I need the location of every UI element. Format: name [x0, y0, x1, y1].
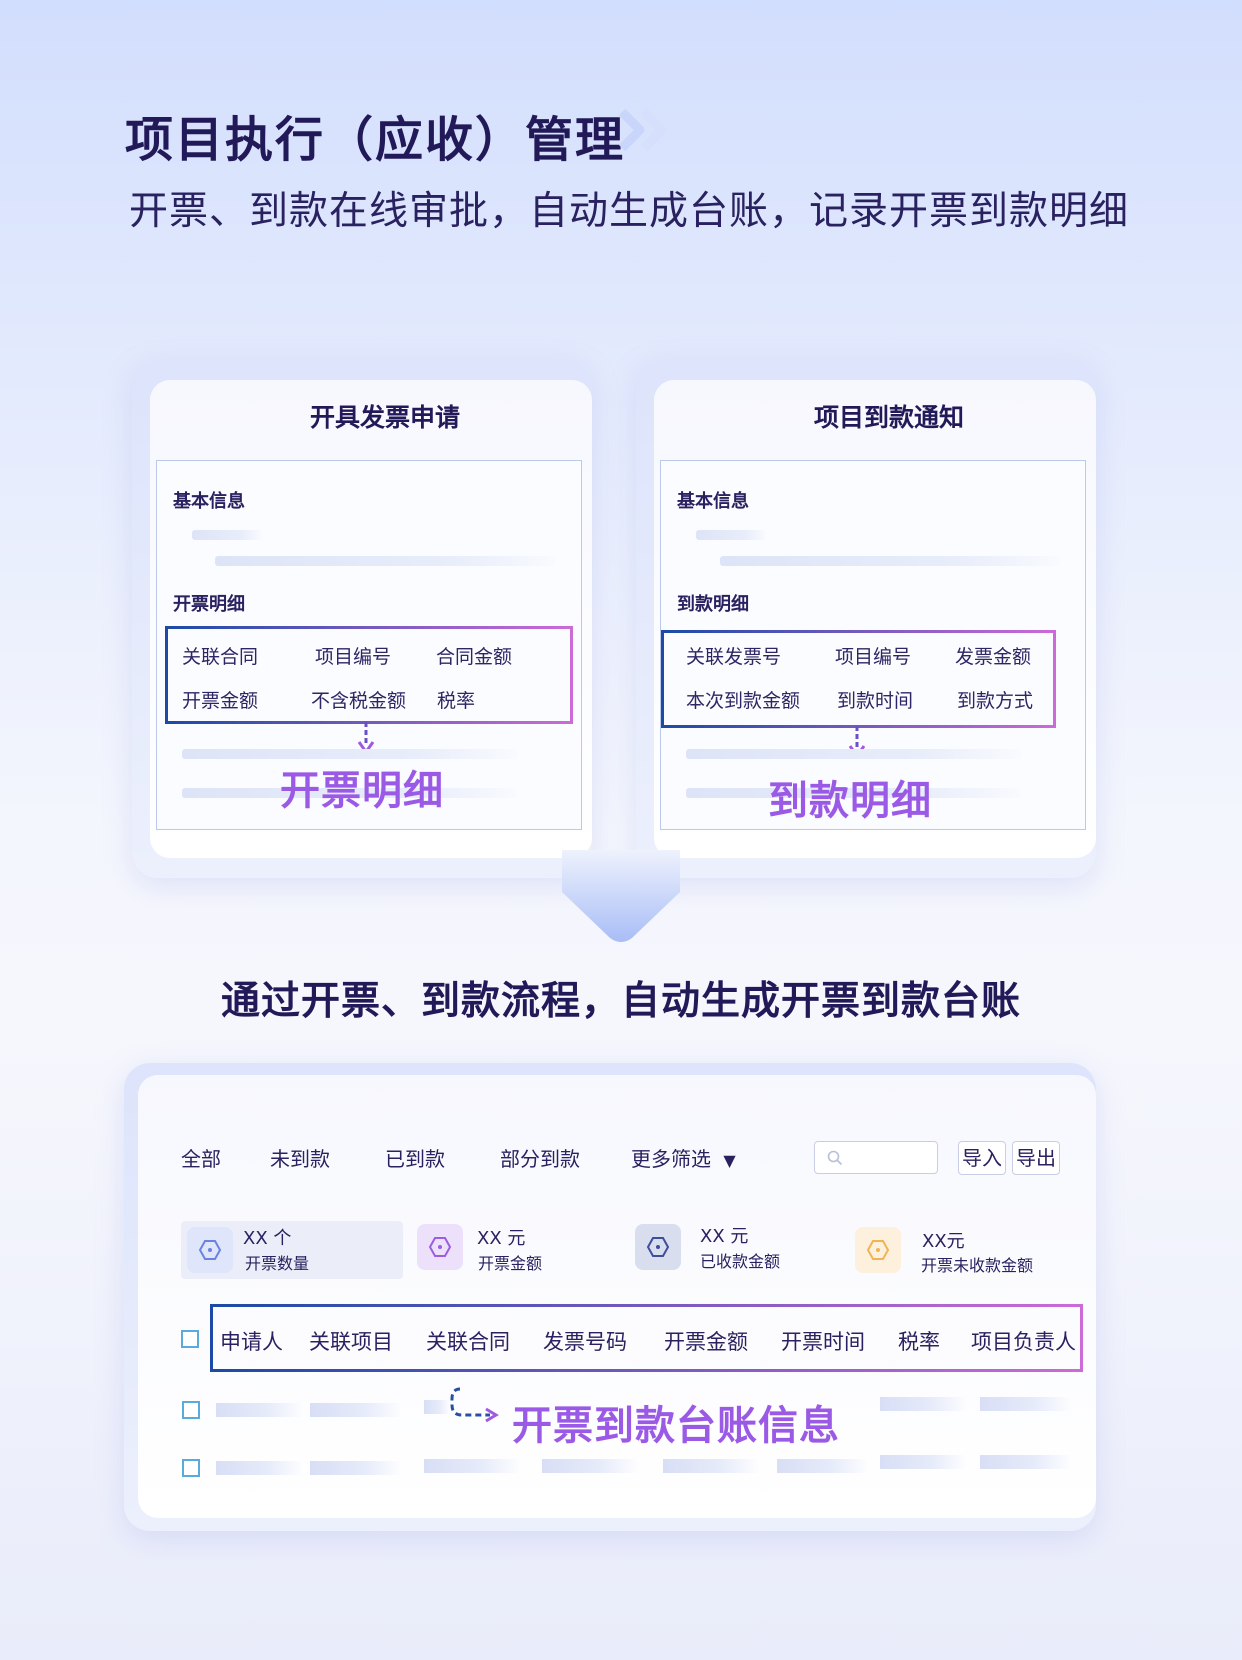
flow-summary-title: 通过开票、到款流程，自动生成开票到款台账 [220, 979, 1021, 1024]
stat-unreceived-amount-value: XX元 [922, 1231, 965, 1252]
row-checkbox[interactable] [182, 1401, 200, 1419]
field-contract-amount: 合同金额 [436, 646, 513, 668]
placeholder-bar [215, 556, 555, 566]
caret-down-icon: ▼ [723, 1151, 736, 1170]
row-placeholder [310, 1461, 400, 1475]
field-payment-time: 到款时间 [837, 690, 914, 712]
stat-invoice-count-icon [187, 1227, 233, 1273]
field-related-invoice-no: 关联发票号 [686, 646, 782, 668]
search-field[interactable] [847, 1147, 931, 1169]
payment-detail-label: 到款明细 [677, 594, 749, 615]
placeholder-bar [696, 530, 766, 540]
field-related-contract: 关联合同 [182, 646, 259, 668]
import-button[interactable]: 导入 [958, 1141, 1006, 1175]
column-applicant: 申请人 [220, 1330, 283, 1354]
row-placeholder [880, 1397, 965, 1411]
field-project-number: 项目编号 [835, 646, 912, 668]
placeholder-bar [686, 749, 1021, 759]
double-chevron-icon [618, 108, 667, 152]
invoice-basic-info-label: 基本信息 [173, 491, 245, 512]
header-checkbox[interactable] [181, 1330, 199, 1348]
field-project-number: 项目编号 [315, 646, 392, 668]
search-icon [827, 1150, 843, 1166]
column-invoice-number: 发票号码 [543, 1330, 627, 1354]
column-related-project: 关联项目 [309, 1330, 393, 1354]
row-placeholder [777, 1459, 867, 1473]
stat-invoice-count-label: 开票数量 [245, 1254, 310, 1273]
row-placeholder [880, 1455, 965, 1469]
ledger-columns-highlight [210, 1304, 1083, 1372]
stat-invoice-amount-icon [417, 1224, 463, 1270]
placeholder-bar [182, 749, 517, 759]
payment-detail-highlight [661, 630, 1056, 728]
field-invoice-amount: 开票金额 [182, 690, 259, 712]
hexagon-icon [866, 1240, 890, 1260]
column-tax-rate: 税率 [898, 1330, 940, 1354]
stat-received-amount-icon [635, 1224, 681, 1270]
hexagon-icon [428, 1237, 452, 1257]
placeholder-bar [686, 788, 1021, 798]
search-input[interactable] [814, 1141, 938, 1174]
placeholder-bar [720, 556, 1060, 566]
invoice-detail-label: 开票明细 [173, 594, 245, 615]
export-button[interactable]: 导出 [1012, 1141, 1060, 1175]
column-related-contract: 关联合同 [426, 1330, 510, 1354]
flow-down-arrow-icon [562, 850, 680, 942]
row-placeholder [424, 1400, 449, 1414]
row-checkbox[interactable] [182, 1459, 200, 1477]
invoice-detail-highlight [165, 626, 573, 724]
filter-more-label: 更多筛选 [631, 1147, 711, 1171]
stat-invoice-count-value: XX 个 [243, 1228, 292, 1249]
payment-card-title: 项目到款通知 [813, 403, 964, 432]
ledger-card-body [138, 1075, 1096, 1518]
row-placeholder [216, 1403, 301, 1417]
ledger-info-callout: 开票到款台账信息 [512, 1403, 840, 1449]
column-invoice-time: 开票时间 [781, 1330, 865, 1354]
column-invoice-amount: 开票金额 [664, 1330, 748, 1354]
field-payment-method: 到款方式 [957, 690, 1034, 712]
invoice-card-title: 开具发票申请 [309, 403, 460, 432]
payment-detail-callout: 到款明细 [768, 778, 932, 824]
stat-invoice-amount-value: XX 元 [477, 1228, 526, 1249]
stat-received-amount-label: 已收款金额 [700, 1252, 781, 1271]
row-placeholder [424, 1459, 519, 1473]
field-amount-excl-tax: 不含税金额 [311, 690, 407, 712]
row-placeholder [663, 1459, 758, 1473]
payment-basic-info-label: 基本信息 [677, 491, 749, 512]
stat-received-amount-value: XX 元 [700, 1226, 749, 1247]
filter-tab-unpaid[interactable]: 未到款 [270, 1147, 330, 1171]
column-project-owner: 项目负责人 [971, 1330, 1076, 1354]
stat-unreceived-amount-icon [855, 1227, 901, 1273]
row-placeholder [542, 1459, 637, 1473]
field-invoice-amount: 发票金额 [955, 646, 1032, 668]
field-current-payment-amount: 本次到款金额 [686, 690, 801, 712]
filter-tab-all[interactable]: 全部 [181, 1147, 221, 1171]
hexagon-icon [198, 1240, 222, 1260]
stat-unreceived-amount-label: 开票未收款金额 [921, 1256, 1034, 1275]
filter-tab-partial[interactable]: 部分到款 [500, 1147, 580, 1171]
filter-tab-paid[interactable]: 已到款 [385, 1147, 445, 1171]
placeholder-bar [192, 530, 262, 540]
row-placeholder [980, 1397, 1070, 1411]
row-placeholder [980, 1455, 1070, 1469]
page-title: 项目执行（应收）管理 [125, 112, 626, 168]
placeholder-bar [182, 788, 517, 798]
corner-arrow-icon [450, 1387, 499, 1423]
filter-more[interactable]: 更多筛选 ▼ [631, 1143, 736, 1172]
invoice-detail-callout: 开票明细 [280, 768, 444, 814]
stat-invoice-amount-label: 开票金额 [478, 1254, 543, 1273]
row-placeholder [216, 1461, 301, 1475]
page-subtitle: 开票、到款在线审批，自动生成台账，记录开票到款明细 [129, 189, 1130, 234]
hexagon-icon [646, 1237, 670, 1257]
row-placeholder [310, 1403, 400, 1417]
field-tax-rate: 税率 [437, 690, 476, 712]
